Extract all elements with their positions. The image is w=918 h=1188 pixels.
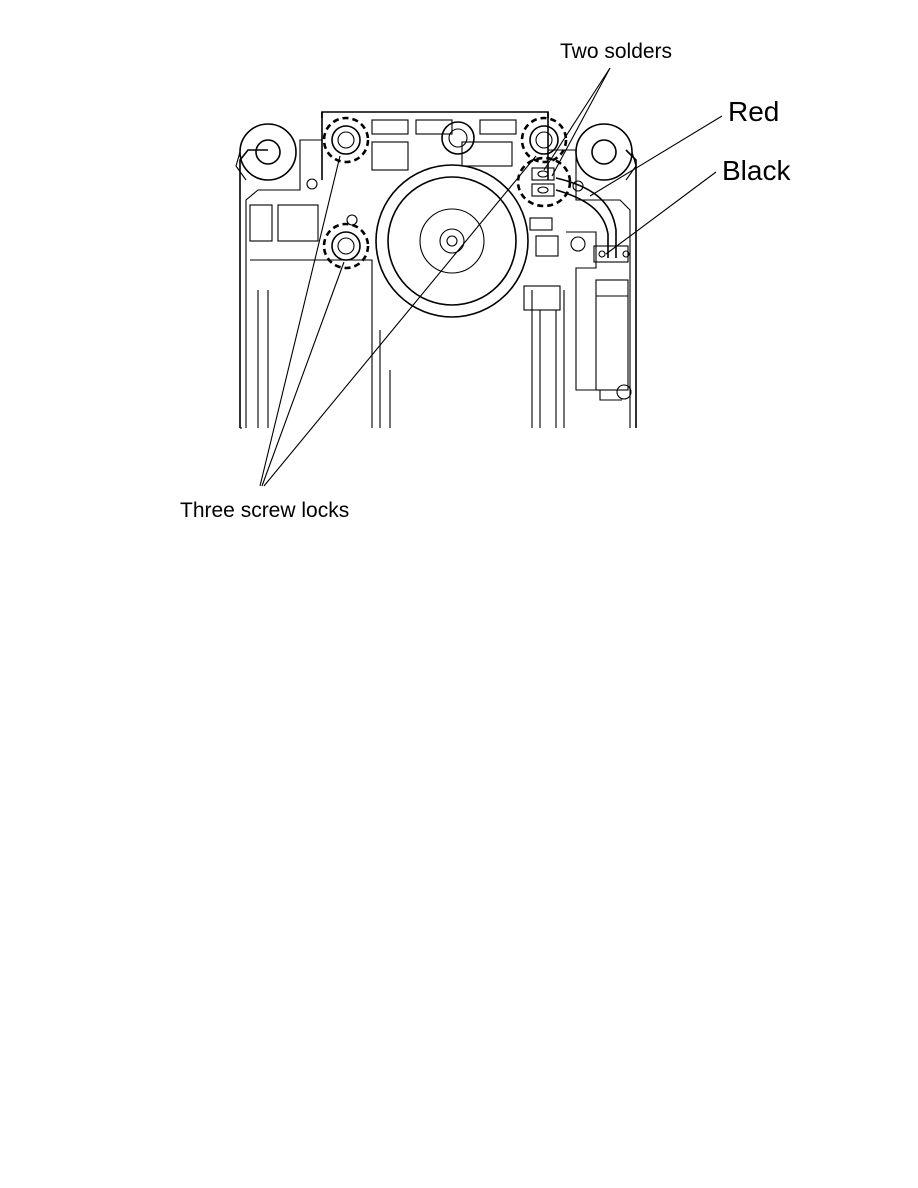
callout-red-wire: Red [728, 96, 779, 128]
left-boss [236, 124, 296, 180]
motor-pulley [376, 165, 528, 317]
screw-lock-top-right [522, 118, 566, 162]
mechanism-diagram [0, 0, 918, 560]
connector-housing [307, 179, 631, 400]
callout-three-screw-locks: Three screw locks [180, 499, 349, 523]
callout-black-wire: Black [722, 155, 790, 187]
solder-points [518, 158, 570, 206]
center-top-boss [442, 122, 474, 154]
callout-two-solders: Two solders [560, 40, 672, 64]
leader-red [590, 116, 722, 196]
screw-lock-top-left [324, 118, 368, 162]
leader-black [606, 172, 716, 254]
frame-cutouts [250, 120, 564, 428]
